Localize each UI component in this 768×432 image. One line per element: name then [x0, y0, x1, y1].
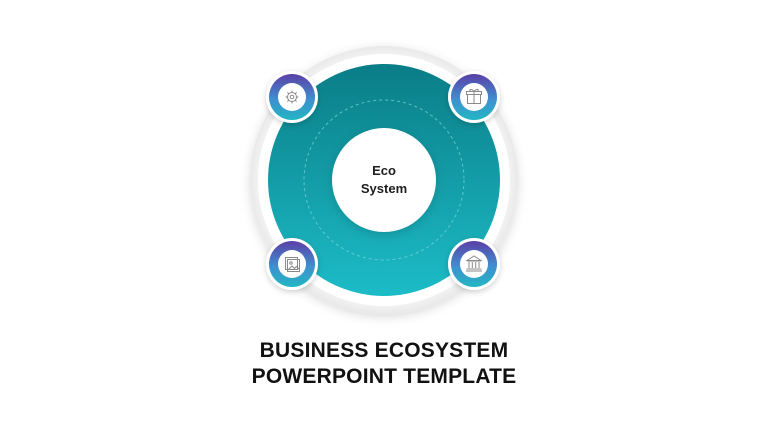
- slide-title-line2: POWERPOINT TEMPLATE: [251, 365, 517, 388]
- center-label-line1: Eco: [372, 163, 396, 178]
- slide-title: BUSINESS ECOSYSTEM POWERPOINT TEMPLATE: [0, 338, 768, 390]
- image-icon: [285, 257, 300, 272]
- slide-title-line1: BUSINESS ECOSYSTEM: [259, 339, 509, 362]
- node-bottom-right: [448, 238, 500, 290]
- gift-icon: [466, 88, 482, 104]
- bank-icon: [465, 255, 483, 272]
- node-top-right: [448, 71, 500, 123]
- node-top-left: [266, 71, 318, 123]
- dashed-orbit: [303, 99, 465, 261]
- node-bottom-left: [266, 238, 318, 290]
- gear-icon: [285, 90, 299, 104]
- center-label-line2: System: [360, 181, 408, 196]
- center-label: Eco System: [334, 150, 434, 210]
- center-circle: [332, 128, 436, 232]
